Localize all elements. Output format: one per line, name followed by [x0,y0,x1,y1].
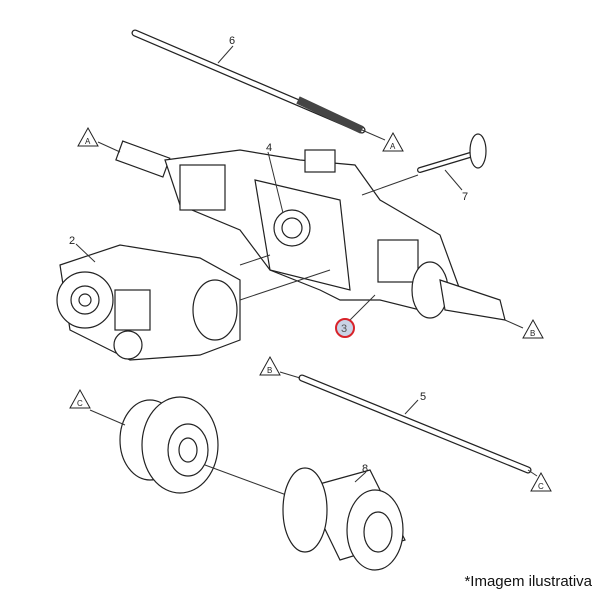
callout-4: 4 [266,142,272,154]
illustrative-image-caption: *Imagem ilustrativa [464,573,592,590]
svg-text:A: A [85,137,91,146]
svg-text:C: C [538,482,544,491]
callout-5: 5 [420,391,426,403]
callout-3: 3 [341,323,347,335]
wheel-hub[interactable] [119,396,219,494]
wheel-stud[interactable] [417,133,487,173]
callout-7: 7 [462,191,468,203]
ref-triangle-b-right: B [522,318,544,339]
callout-8: 8 [362,463,368,475]
callout-2: 2 [69,235,75,247]
svg-text:B: B [530,329,535,338]
ref-triangle-a-left: A [77,126,99,147]
axle-housing[interactable] [115,140,506,321]
differential-carrier[interactable] [56,244,241,361]
ref-triangle-b-left: B [259,355,281,376]
svg-text:B: B [267,366,272,375]
svg-text:C: C [77,399,83,408]
svg-text:A: A [390,142,396,151]
leader-6 [217,45,234,64]
brake-drum[interactable] [282,467,406,571]
axle-shaft-lower[interactable] [298,374,532,474]
ref-triangle-c-right: C [530,471,552,492]
callout-3-highlight[interactable] [335,318,355,338]
callout-6: 6 [229,35,235,47]
ref-triangle-a-right: A [382,131,404,152]
ref-triangle-c-left: C [69,388,91,409]
axle-shaft-upper[interactable] [131,29,366,134]
